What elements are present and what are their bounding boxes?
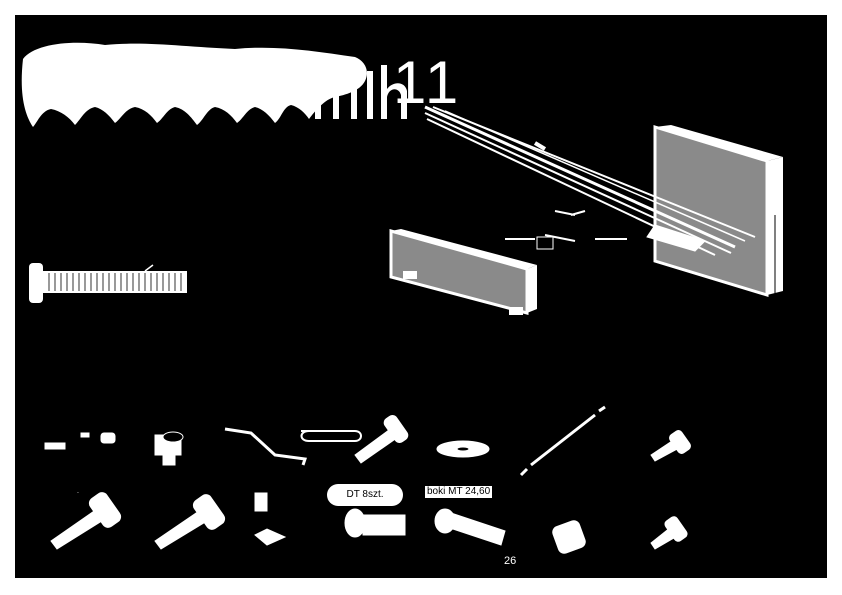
bolt-icon-7 — [650, 516, 688, 550]
bolt-icon-1 — [354, 414, 409, 464]
tag-dt: DT 8szt. — [327, 484, 403, 506]
screwdriver-icon — [519, 405, 606, 477]
bolt-icon-5 — [344, 508, 406, 538]
barrel-nut-icon — [552, 520, 586, 554]
bolt-icon-3 — [50, 492, 122, 550]
hardware-row-2: . — [50, 488, 688, 554]
corner-bracket-icon — [254, 492, 287, 546]
washer-icon — [436, 440, 490, 458]
tag-boki: boki MT 24,60 — [425, 486, 493, 498]
side-rails — [424, 105, 756, 256]
instruction-sheet: 11 — [15, 15, 827, 578]
page-number: 26 — [504, 555, 517, 567]
bolt-icon-4 — [154, 494, 226, 550]
bolt-icon-2 — [650, 430, 691, 462]
large-bolt-illustration — [29, 263, 187, 303]
bolt-icon-6 — [434, 508, 506, 546]
footboard-panel — [389, 229, 537, 315]
assembly-illustration: . — [29, 105, 783, 554]
bracket-icon — [300, 430, 362, 442]
step-label: 11 — [393, 49, 462, 116]
dowel-icon — [44, 442, 66, 450]
cam-lock-icon — [154, 431, 184, 466]
hardware-row-1 — [44, 405, 691, 477]
title-blob — [21, 42, 407, 127]
svg-text:.: . — [77, 488, 79, 495]
allen-key-icon — [224, 427, 307, 466]
headboard-panel — [653, 124, 783, 298]
